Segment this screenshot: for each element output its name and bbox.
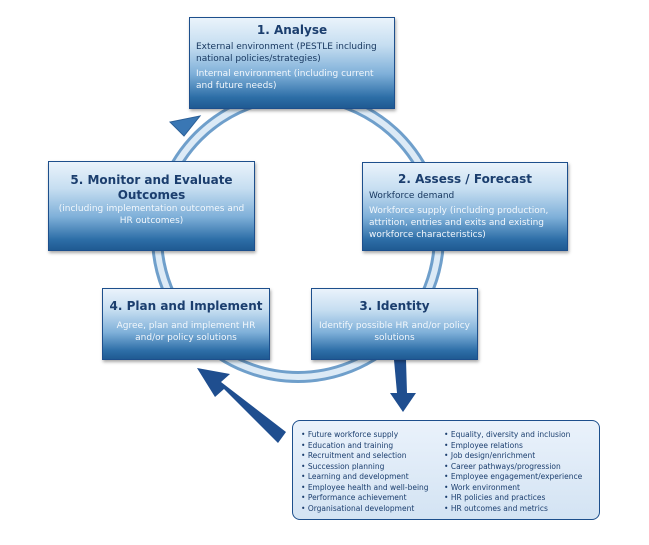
hr-area-item: Future workforce supply: [301, 430, 444, 441]
hr-area-item: Learning and development: [301, 472, 444, 483]
stage-analyse-internal: Internal environment (including current …: [196, 69, 374, 91]
hr-area-item: Employee health and well-being: [301, 483, 444, 494]
cycle-arrow-head: [168, 115, 202, 137]
stage-monitor-title: 5. Monitor and Evaluate Outcomes: [70, 173, 233, 202]
stage-analyse-external: External environment (PESTLE including n…: [196, 42, 377, 64]
hr-areas-box: Future workforce supply Education and tr…: [292, 420, 600, 520]
stage-identify: 3. Identity Identify possible HR and/or …: [311, 288, 478, 360]
identify-to-areas-arrow: [390, 360, 416, 412]
stage-assess-title: 2. Assess / Forecast: [398, 172, 532, 186]
hr-area-item: Education and training: [301, 441, 444, 452]
stage-assess-demand: Workforce demand: [369, 191, 455, 201]
hr-areas-column-2: Equality, diversity and inclusion Employ…: [444, 430, 591, 519]
stage-monitor: 5. Monitor and Evaluate Outcomes (includ…: [48, 161, 255, 251]
hr-area-item: Organisational development: [301, 504, 444, 515]
hr-area-item: Employee engagement/experience: [444, 472, 591, 483]
hr-area-item: Recruitment and selection: [301, 451, 444, 462]
hr-area-item: Job design/enrichment: [444, 451, 591, 462]
stage-plan-detail: Agree, plan and implement HR and/or poli…: [116, 321, 256, 343]
stage-assess: 2. Assess / Forecast Workforce demand Wo…: [362, 162, 568, 251]
stage-identify-title: 3. Identity: [359, 299, 430, 313]
stage-monitor-detail: (including implementation outcomes and H…: [58, 204, 245, 226]
stage-analyse-title: 1. Analyse: [256, 23, 328, 37]
hr-area-item: Work environment: [444, 483, 591, 494]
hr-area-item: Employee relations: [444, 441, 591, 452]
hr-areas-column-1: Future workforce supply Education and tr…: [301, 430, 444, 519]
areas-to-plan-arrow: [197, 368, 286, 443]
stage-plan: 4. Plan and Implement Agree, plan and im…: [102, 288, 270, 360]
hr-area-item: Career pathways/progression: [444, 462, 591, 473]
hr-area-item: HR outcomes and metrics: [444, 504, 591, 515]
stage-plan-title: 4. Plan and Implement: [109, 299, 263, 313]
stage-assess-supply: Workforce supply (including production, …: [369, 206, 549, 240]
hr-area-item: Performance achievement: [301, 493, 444, 504]
stage-identify-detail: Identify possible HR and/or policy solut…: [319, 321, 470, 343]
hr-area-item: Equality, diversity and inclusion: [444, 430, 591, 441]
stage-analyse: 1. Analyse External environment (PESTLE …: [189, 17, 395, 109]
hr-area-item: Succession planning: [301, 462, 444, 473]
hr-area-item: HR policies and practices: [444, 493, 591, 504]
